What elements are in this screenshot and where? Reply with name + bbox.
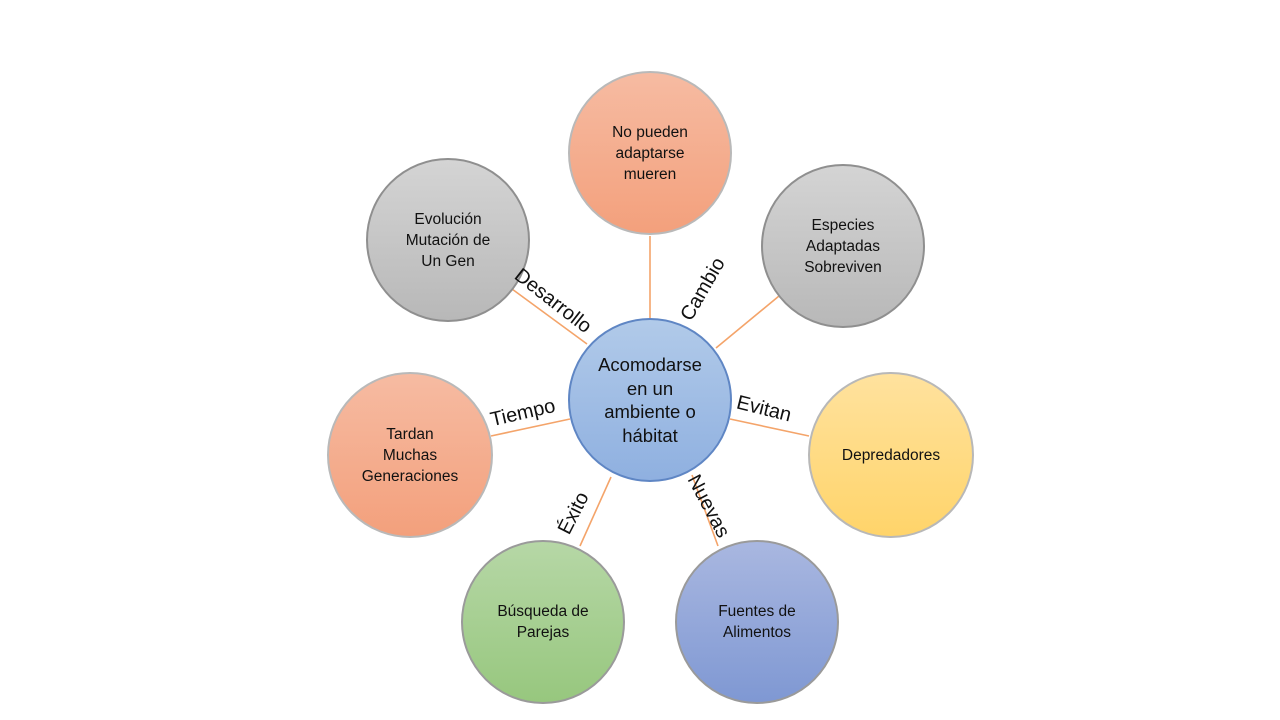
node-depredadores: Depredadores bbox=[808, 372, 974, 538]
central-label: Acomodarse en un ambiente o hábitat bbox=[598, 354, 702, 446]
node-label: No pueden adaptarse mueren bbox=[612, 123, 688, 183]
node-no-pueden-adaptarse: No pueden adaptarse mueren bbox=[568, 71, 732, 235]
connector-bottom-right bbox=[691, 474, 719, 547]
node-fuentes-de-alimentos: Fuentes de Alimentos bbox=[675, 540, 839, 704]
connector-top-left bbox=[511, 288, 588, 345]
connector-top-right bbox=[715, 295, 780, 349]
node-label: Fuentes de Alimentos bbox=[718, 603, 796, 641]
node-label: Evolución Mutación de Un Gen bbox=[405, 210, 491, 270]
node-tardan-muchas-generaciones: Tardan Muchas Generaciones bbox=[327, 372, 493, 538]
connector-right bbox=[729, 418, 810, 437]
node-especies-adaptadas: Especies Adaptadas Sobreviven bbox=[761, 164, 925, 328]
connector-bottom-left bbox=[579, 476, 612, 547]
node-label: Especies Adaptadas Sobreviven bbox=[804, 216, 882, 276]
node-label: Depredadores bbox=[841, 446, 941, 464]
node-evolucion-mutacion: Evolución Mutación de Un Gen bbox=[366, 158, 530, 322]
node-label: Tardan Muchas Generaciones bbox=[361, 425, 459, 485]
connector-left bbox=[490, 418, 571, 437]
node-busqueda-de-parejas: Búsqueda de Parejas bbox=[461, 540, 625, 704]
central-node: Acomodarse en un ambiente o hábitat bbox=[568, 318, 732, 482]
node-label: Búsqueda de Parejas bbox=[497, 603, 589, 641]
